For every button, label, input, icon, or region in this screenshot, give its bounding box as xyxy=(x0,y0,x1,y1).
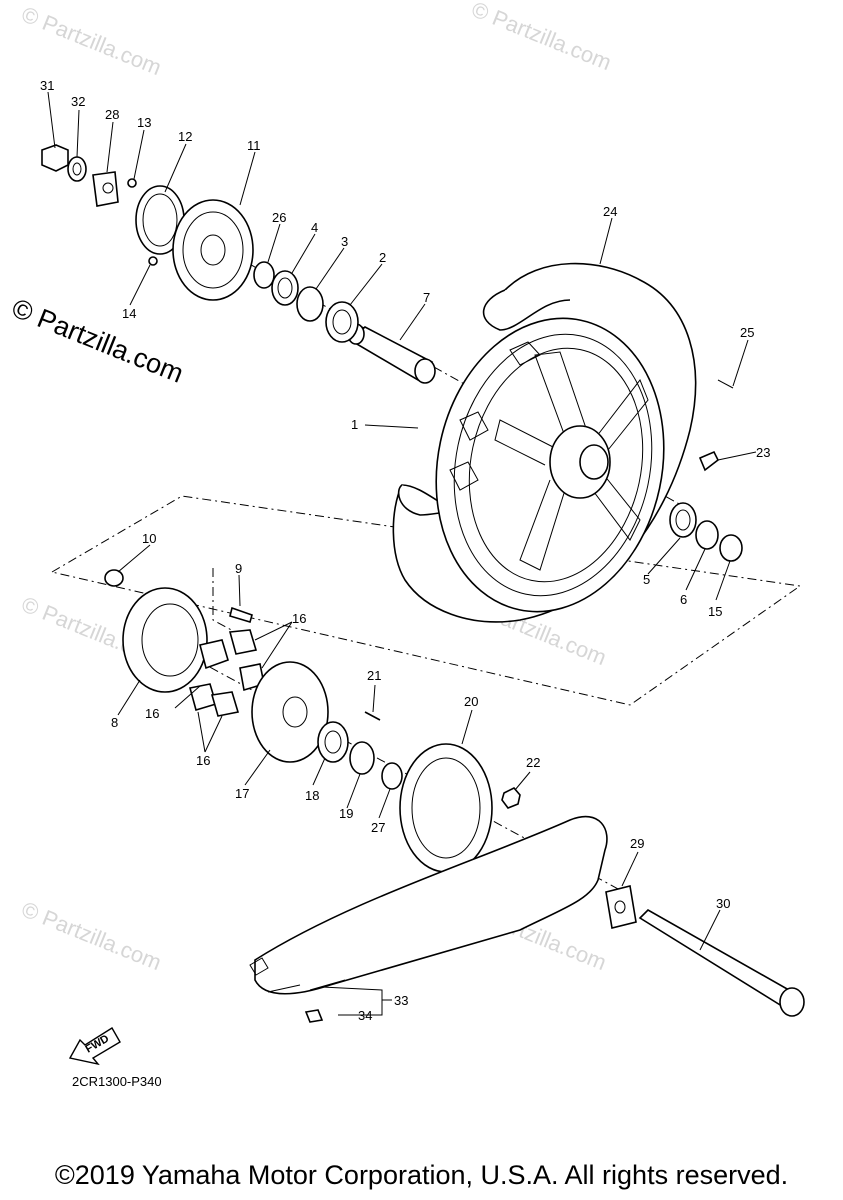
callout-19: 19 xyxy=(339,806,353,821)
callout-27: 27 xyxy=(371,820,385,835)
leader-lines xyxy=(47,91,757,1016)
collar-end xyxy=(414,358,436,384)
diagram-code: 2CR1300-P340 xyxy=(72,1074,162,1089)
part-drive-chain-33 xyxy=(254,815,608,995)
wheel-rim-inner xyxy=(453,333,653,597)
callout-26: 26 xyxy=(272,210,286,225)
watermark: © Partzilla.com xyxy=(468,0,615,75)
callout-7: 7 xyxy=(423,290,430,305)
part-bearing-5 xyxy=(669,502,697,538)
part-bearing-18 xyxy=(317,721,349,763)
tire-tread-marks xyxy=(449,341,541,491)
tire-cut-top xyxy=(482,289,571,331)
part-axle-nut xyxy=(41,144,69,172)
part-circlip-3 xyxy=(296,286,324,322)
part-chain-adjuster-29 xyxy=(605,885,637,929)
hub-assembly-box xyxy=(50,495,802,706)
copyright-notice: ©2019 Yamaha Motor Corporation, U.S.A. A… xyxy=(54,1160,789,1190)
callout-11: 11 xyxy=(247,138,261,153)
callout-33: 33 xyxy=(394,993,408,1008)
callout-32: 32 xyxy=(71,94,85,109)
part-nut-22 xyxy=(501,787,521,809)
callout-4: 4 xyxy=(311,220,318,235)
part-damper-16e xyxy=(210,691,240,717)
part-damper-16b xyxy=(228,629,258,655)
fwd-arrow-icon: FWD xyxy=(68,1027,121,1066)
rear-wheel-exploded-diagram: © Partzilla.com © Partzilla.com © Partzi… xyxy=(8,0,805,1089)
callout-16-left: 16 xyxy=(145,706,159,721)
callout-20: 20 xyxy=(464,694,478,709)
callout-5: 5 xyxy=(643,572,650,587)
callout-1: 1 xyxy=(351,417,358,432)
callout-14: 14 xyxy=(122,306,136,321)
wheel-spokes xyxy=(494,351,649,571)
part-oil-seal-4 xyxy=(271,270,299,306)
callout-9: 9 xyxy=(235,561,242,576)
callout-8: 8 xyxy=(111,715,118,730)
callout-28: 28 xyxy=(105,107,119,122)
callout-13: 13 xyxy=(137,115,151,130)
callout-25: 25 xyxy=(740,325,754,340)
callout-22: 22 xyxy=(526,755,540,770)
part-collar-27 xyxy=(381,762,403,790)
part-chain-adjuster-left xyxy=(92,171,119,207)
part-chain-joint-34 xyxy=(304,1009,324,1023)
watermark: © Partzilla.com xyxy=(18,896,165,975)
part-oil-seal-6 xyxy=(695,520,719,550)
part-sprocket-11 xyxy=(172,199,254,301)
callout-30: 30 xyxy=(716,896,730,911)
watermark-large: © Partzilla.com xyxy=(8,293,188,389)
right-side-parts xyxy=(669,379,743,562)
wheel-tire xyxy=(392,262,697,623)
callout-29: 29 xyxy=(630,836,644,851)
part-valve-23 xyxy=(698,450,720,472)
callout-10: 10 xyxy=(142,531,156,546)
hub-assembly-parts xyxy=(104,569,403,790)
part-washer xyxy=(67,156,87,182)
callout-17: 17 xyxy=(235,786,249,801)
callout-2: 2 xyxy=(379,250,386,265)
drive-chain-parts xyxy=(249,815,805,1023)
part-oil-seal-19 xyxy=(349,741,375,775)
part-rear-axle-30 xyxy=(638,909,798,1010)
callout-23: 23 xyxy=(756,445,770,460)
callout-15: 15 xyxy=(708,604,722,619)
part-spacer-26 xyxy=(253,261,275,289)
part-screw-13 xyxy=(127,178,137,188)
part-bolt-14 xyxy=(148,256,158,266)
part-collar-15 xyxy=(719,534,743,562)
left-stack-parts xyxy=(41,144,359,343)
callout-21: 21 xyxy=(367,668,381,683)
wheel-hub-bore xyxy=(579,444,609,480)
part-clutch-hub-8 xyxy=(122,587,208,693)
part-rear-sprocket-20 xyxy=(399,743,493,873)
callout-31: 31 xyxy=(40,78,54,93)
callout-18: 18 xyxy=(305,788,319,803)
part-balance-weight-25 xyxy=(717,379,734,389)
bolt-centerline xyxy=(212,568,236,633)
callout-6: 6 xyxy=(680,592,687,607)
callout-labels: 31 32 28 13 12 11 14 26 4 3 2 7 24 1 25 … xyxy=(40,78,770,1023)
part-driven-flange-17 xyxy=(251,661,329,763)
callout-16-bottom: 16 xyxy=(196,753,210,768)
callout-16-top: 16 xyxy=(292,611,306,626)
part-bolt-9 xyxy=(229,606,253,623)
callout-34: 34 xyxy=(358,1008,372,1023)
part-damper-16a xyxy=(199,639,229,670)
watermark: © Partzilla.com xyxy=(18,1,165,80)
part-circlip-10 xyxy=(104,569,124,587)
rear-sprocket-parts xyxy=(399,743,521,873)
part-stud-21 xyxy=(364,711,381,721)
axle-collar xyxy=(347,323,436,384)
part-bearing-2 xyxy=(325,301,359,343)
wheel-rim-edge xyxy=(468,347,644,583)
callout-12: 12 xyxy=(178,129,192,144)
callout-24: 24 xyxy=(603,204,617,219)
callout-3: 3 xyxy=(341,234,348,249)
part-rear-axle-head xyxy=(779,987,805,1017)
